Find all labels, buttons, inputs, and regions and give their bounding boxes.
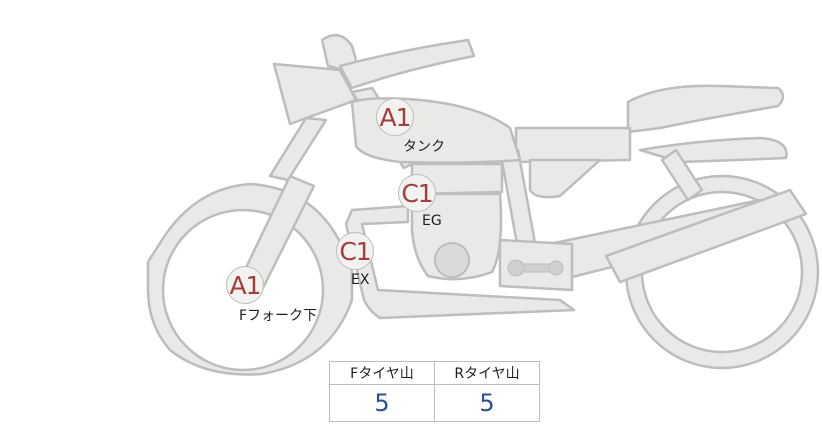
rear-tire-header: Rタイヤ山 <box>434 361 540 385</box>
rear-suspension <box>604 188 808 284</box>
label-front-fork: Fフォーク下 <box>239 308 318 324</box>
grade-marker-engine: C1 <box>398 174 436 212</box>
front-tire-header: Fタイヤ山 <box>329 361 435 385</box>
engine <box>410 162 574 292</box>
grade-marker-tank: A1 <box>376 98 414 136</box>
handlebar <box>268 33 476 182</box>
front-tire-value: 5 <box>329 384 435 422</box>
grade-marker-exhaust: C1 <box>336 232 374 270</box>
grade-marker-front-fork: A1 <box>226 266 264 304</box>
tread-value-row: 5 5 <box>329 384 540 422</box>
label-exhaust: EX <box>351 272 370 288</box>
rear-body <box>514 84 788 199</box>
label-engine: EG <box>422 213 442 229</box>
rear-tire-value: 5 <box>434 384 540 422</box>
tread-header-row: Fタイヤ山 Rタイヤ山 <box>329 361 540 385</box>
label-tank: タンク <box>403 139 445 155</box>
tire-tread-table: Fタイヤ山 Rタイヤ山 5 5 <box>329 361 540 422</box>
footpeg <box>507 259 564 277</box>
